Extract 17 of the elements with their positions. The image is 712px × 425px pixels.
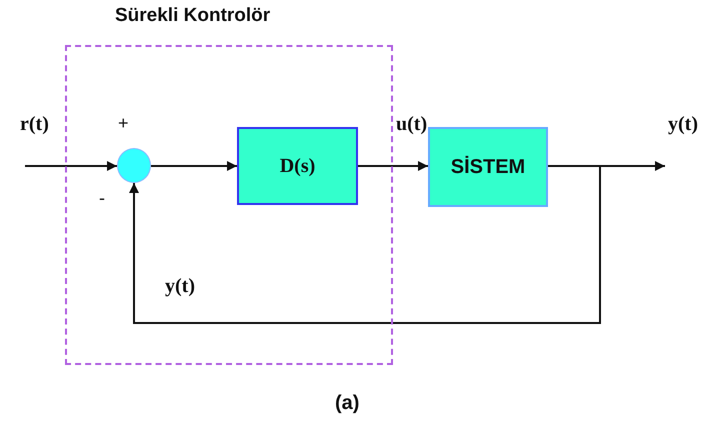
sign-label: + (118, 113, 129, 134)
edge-label: r(t) (20, 113, 49, 136)
sign-label: - (99, 188, 105, 209)
caption: (a) (335, 392, 360, 415)
block-label: D(s) (280, 154, 316, 178)
block-box (428, 127, 548, 207)
summing-junction (117, 148, 151, 183)
arrow (129, 165, 601, 324)
arrow (358, 161, 428, 171)
block-label: SİSTEM (450, 156, 526, 178)
edge-label: u(t) (396, 113, 428, 136)
block-box (237, 127, 358, 205)
group-title: Sürekli Kontrolör (115, 5, 270, 27)
arrow (151, 161, 237, 171)
arrow (25, 161, 117, 171)
edge-label: y(t) (668, 113, 698, 136)
edge-label: y(t) (165, 275, 195, 298)
